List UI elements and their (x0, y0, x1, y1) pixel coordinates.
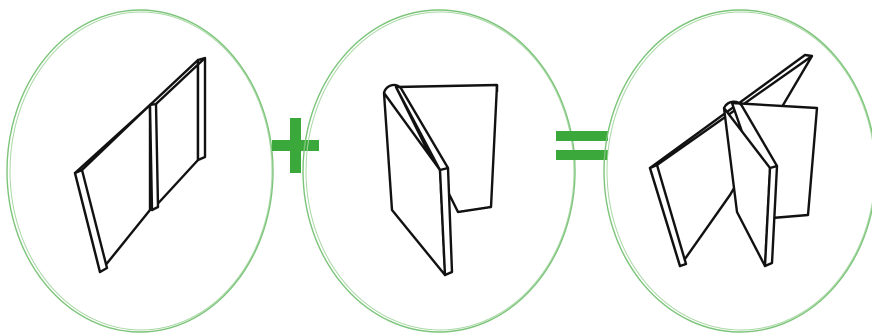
panel-flat-board (6, 9, 274, 333)
ring-3 (603, 9, 872, 333)
two-panel-board-icon (73, 56, 207, 274)
equals-sign (556, 131, 608, 160)
panel-hinged-book (302, 9, 576, 333)
ring-2 (302, 9, 576, 333)
panel-three-fold (603, 9, 872, 333)
plus-sign (272, 118, 319, 173)
three-panel-fold-icon (648, 53, 819, 268)
ring-1 (6, 9, 274, 333)
hinged-book-icon (382, 83, 499, 277)
